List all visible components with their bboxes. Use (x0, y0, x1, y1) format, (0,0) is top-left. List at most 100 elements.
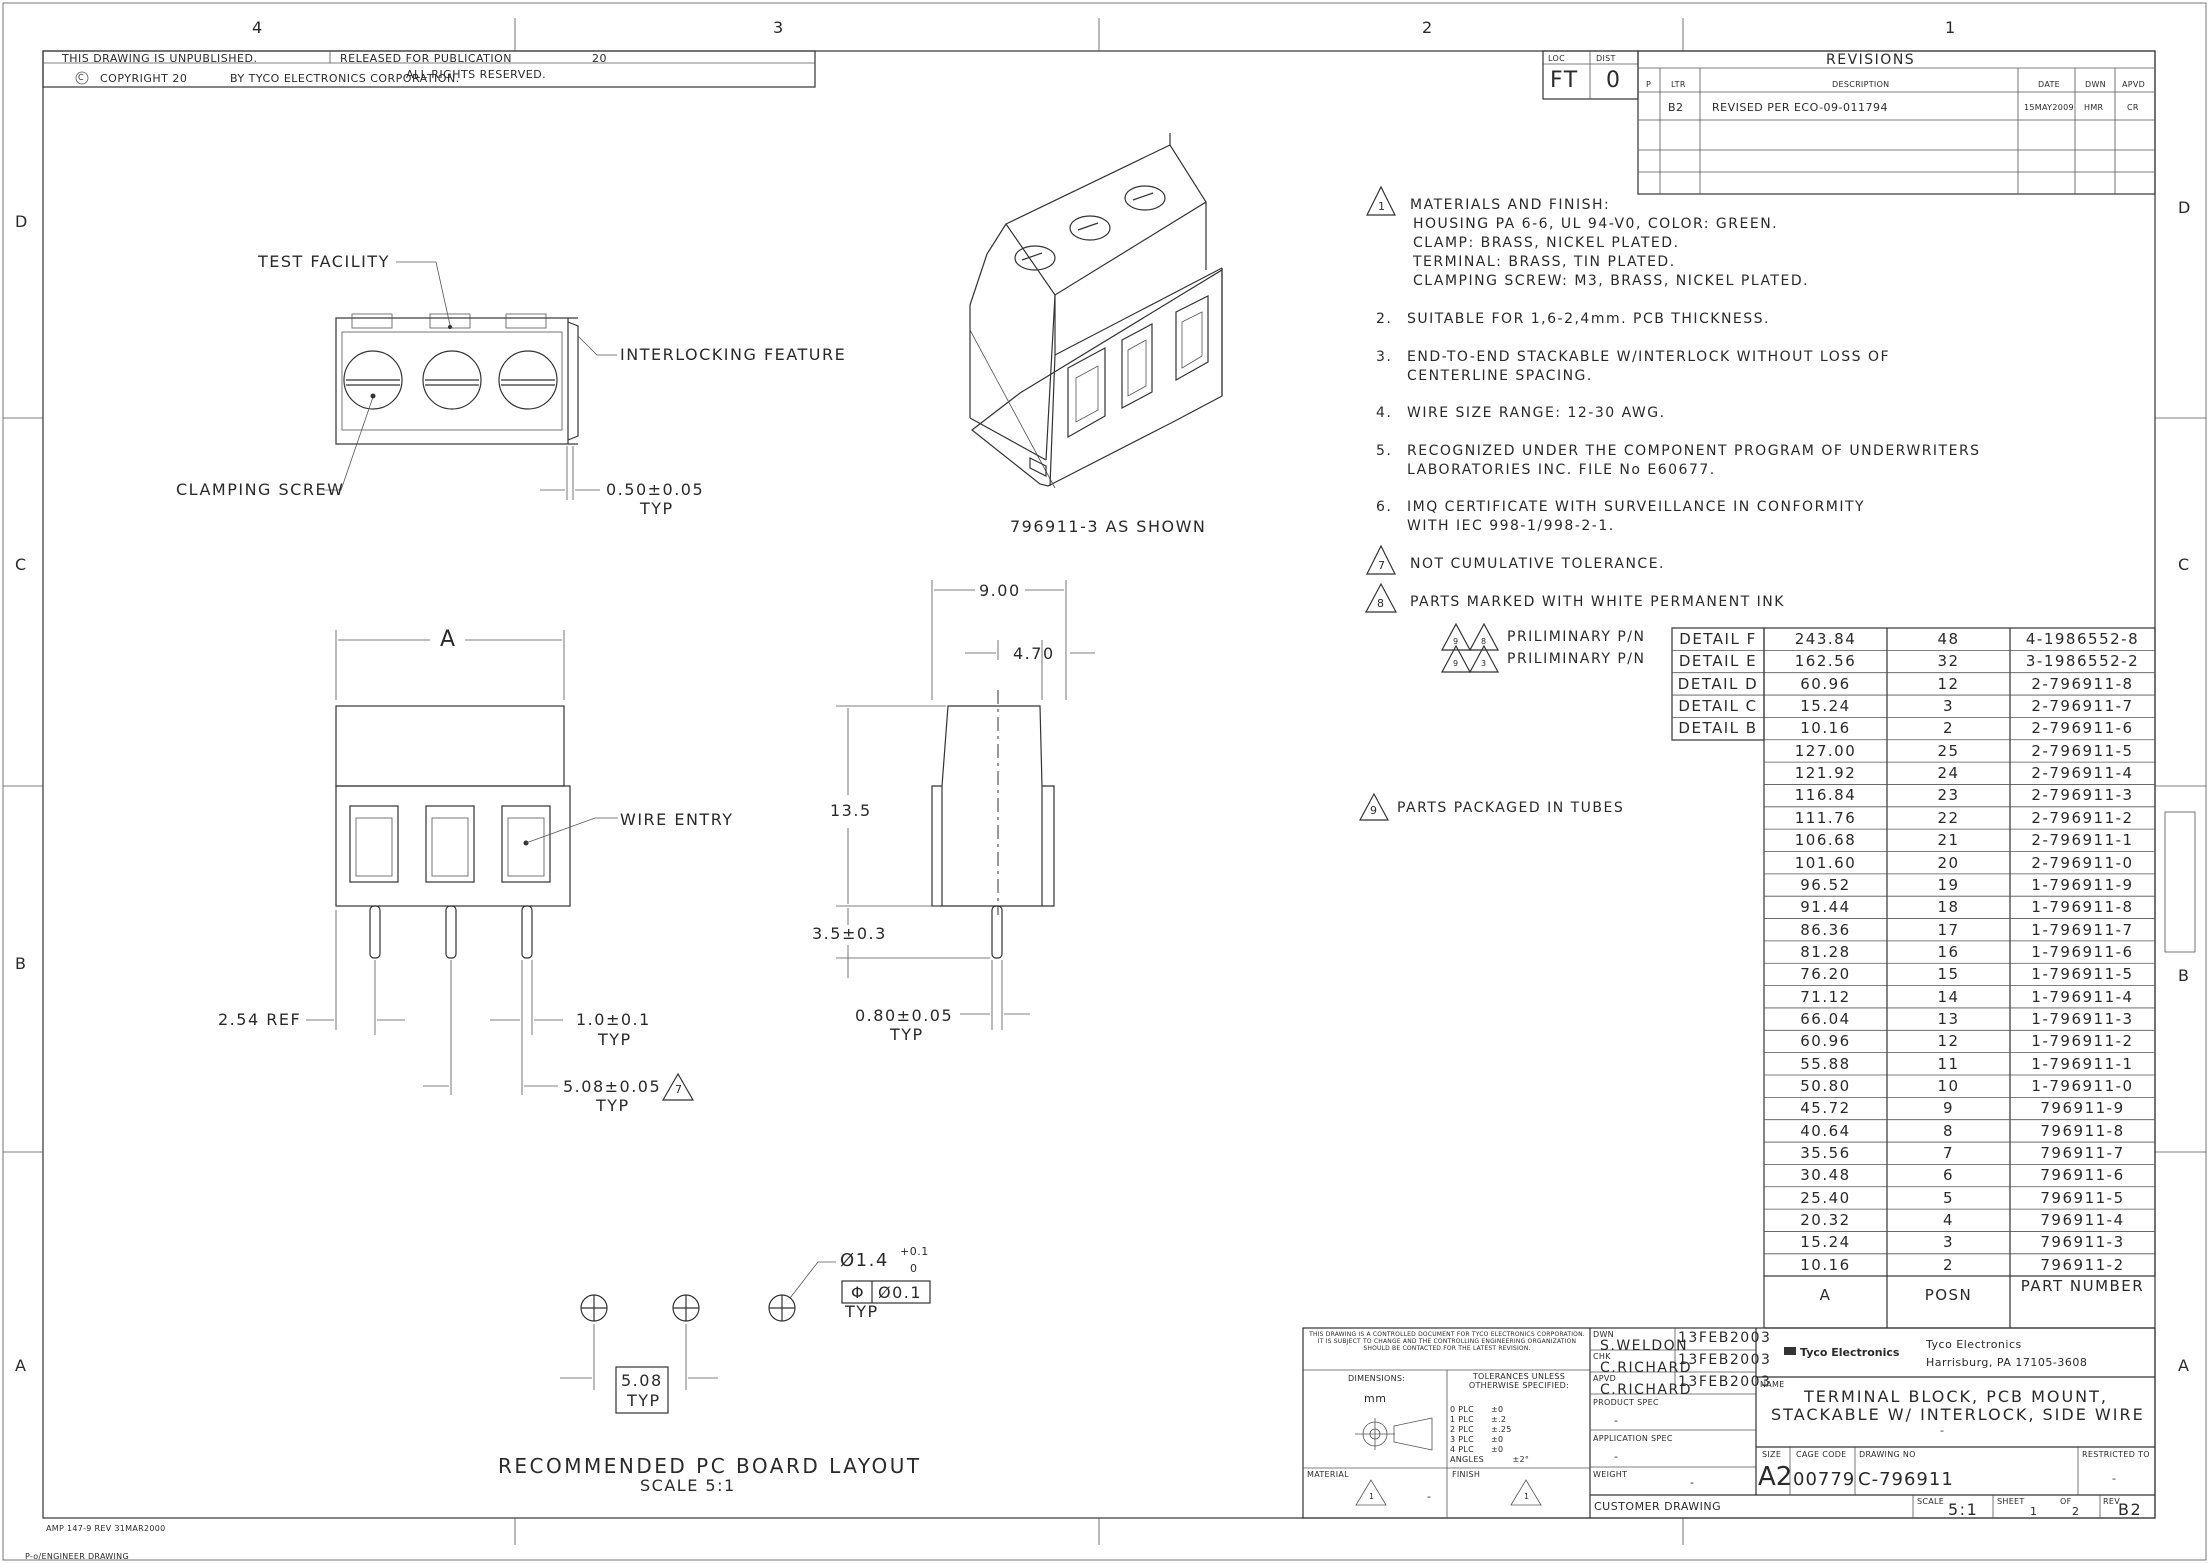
table-cell-a: 15.24 (1800, 1233, 1851, 1252)
zone-top-4: 4 (252, 18, 264, 37)
rev-row-date: 15MAY2009 (2024, 103, 2074, 112)
table-cell-a: 76.20 (1800, 965, 1851, 984)
table-cell-a: 86.36 (1800, 920, 1851, 939)
company-name: Tyco Electronics (1926, 1338, 2022, 1351)
product-spec-value: - (1614, 1414, 1619, 1427)
dim-900: 9.00 (979, 581, 1021, 600)
iso-caption: 796911-3 AS SHOWN (1010, 517, 1207, 536)
test-facility-label: TEST FACILITY (258, 252, 390, 271)
table-cell-posn: 48 (1937, 630, 1960, 648)
note-1-line-1: MATERIALS AND FINISH: (1410, 197, 1611, 213)
material-label: MATERIAL (1307, 1470, 1349, 1479)
table-cell-posn: 2 (1942, 719, 1955, 738)
table-cell-a: 127.00 (1794, 741, 1857, 760)
sheet-value: 1 (2030, 1505, 2038, 1518)
pitch-value: 5.08 (621, 1371, 663, 1390)
app-spec-value: - (1614, 1450, 1619, 1463)
table-cell-part-number: 1-796911-5 (2031, 965, 2134, 984)
table-cell-a: 81.28 (1800, 942, 1851, 961)
table-cell-part-number: 796911-7 (2040, 1144, 2125, 1163)
interlocking-label: INTERLOCKING FEATURE (620, 345, 847, 364)
table-cell-posn: 20 (1937, 853, 1960, 872)
tol-angles: ANGLES ±2° (1450, 1455, 1530, 1464)
tol-3plc: 3 PLC ±0 (1450, 1435, 1504, 1444)
table-cell-part-number: 1-796911-7 (2031, 920, 2134, 939)
rev-header-apvd: APVD (2122, 80, 2146, 89)
zone-right-d: D (2178, 198, 2192, 217)
position-symbol: Φ (851, 1283, 866, 1302)
table-cell-posn: 11 (1937, 1054, 1960, 1073)
note-6-line-2: WITH IEC 998-1/998-2-1. (1407, 518, 1615, 534)
dim-a-label: A (440, 627, 457, 652)
table-cell-part-number: 4-1986552-8 (2025, 630, 2140, 648)
tol-1plc: 1 PLC ±.2 (1450, 1415, 1507, 1424)
apvd-date: 13FEB2003 (1678, 1374, 1772, 1390)
rev-header-desc: DESCRIPTION (1832, 80, 1890, 89)
rev-header-ltr: LTR (1671, 80, 1686, 89)
note-8-flag: 8 (1377, 597, 1385, 610)
table-cell-part-number: 2-796911-6 (2031, 719, 2134, 738)
table-cell-a: 96.52 (1800, 875, 1851, 894)
table-cell-part-number: 3-1986552-2 (2025, 652, 2140, 671)
hole-tol-plus: +0.1 (900, 1245, 929, 1258)
loc-label: LOC (1548, 54, 1565, 63)
weight-label: WEIGHT (1593, 1470, 1628, 1479)
note-4-num: 4. (1376, 405, 1393, 421)
note-5-line-1: RECOGNIZED UNDER THE COMPONENT PROGRAM O… (1407, 443, 1981, 459)
dwn-name: S.WELDON (1600, 1338, 1689, 1354)
tol-0plc: 0 PLC ±0 (1450, 1405, 1504, 1414)
table-cell-a: 101.60 (1794, 853, 1857, 872)
table-cell-a: 116.84 (1794, 786, 1857, 805)
customer-drawing: CUSTOMER DRAWING (1594, 1500, 1722, 1513)
note-2-line-1: SUITABLE FOR 1,6-2,4mm. PCB THICKNESS. (1407, 311, 1770, 327)
scale-value: 5:1 (1948, 1500, 1979, 1519)
note-1-flag: 1 (1378, 200, 1386, 213)
prelim-label-2: PRILIMINARY P/N (1507, 651, 1646, 667)
table-cell-posn: 23 (1937, 786, 1960, 805)
table-cell-part-number: 796911-6 (2040, 1166, 2125, 1185)
note-1-line-2: HOUSING PA 6-6, UL 94-V0, COLOR: GREEN. (1413, 216, 1779, 232)
restricted-label: RESTRICTED TO (2082, 1450, 2150, 1459)
table-cell-a: 66.04 (1800, 1009, 1851, 1028)
dimensions-value: mm (1364, 1392, 1387, 1405)
hole-diameter: Ø1.4 (840, 1250, 889, 1271)
rev-row-desc: REVISED PER ECO-09-011794 (1712, 101, 1889, 114)
rev-row-apvd: CR (2127, 103, 2139, 112)
layout-title: RECOMMENDED PC BOARD LAYOUT (498, 1454, 922, 1478)
note-1-line-3: CLAMP: BRASS, NICKEL PLATED. (1413, 235, 1680, 251)
note-1-line-4: TERMINAL: BRASS, TIN PLATED. (1413, 254, 1676, 270)
table-cell-part-number: 796911-3 (2040, 1233, 2125, 1252)
table-cell-posn: 19 (1937, 875, 1960, 894)
rev-header-date: DATE (2038, 80, 2061, 89)
table-cell-part-number: 796911-4 (2040, 1211, 2125, 1230)
note-9-line-1: PARTS PACKAGED IN TUBES (1397, 800, 1625, 816)
of-label: OF (2060, 1497, 2072, 1506)
dim-10: 1.0±0.1 (576, 1010, 651, 1029)
table-cell-posn: 3 (1942, 1233, 1955, 1252)
table-cell-a: 243.84 (1794, 630, 1857, 648)
rev-row-dwn: HMR (2084, 103, 2104, 112)
dim-050: 0.50±0.05 (606, 480, 705, 499)
restricted-value: - (2112, 1472, 2117, 1485)
table-cell-posn: 15 (1937, 965, 1960, 984)
table-cell-part-number: 1-796911-0 (2031, 1077, 2134, 1095)
table-cell-posn: 3 (1942, 697, 1955, 716)
name-label: NAME (1760, 1380, 1785, 1389)
note-9-flag: 9 (1370, 804, 1378, 817)
rev-header-p: P (1646, 80, 1652, 89)
chk-label: CHK (1593, 1352, 1611, 1361)
table-cell-part-number: 2-796911-0 (2031, 853, 2134, 872)
revisions-title: REVISIONS (1826, 52, 1916, 68)
position-typ: TYP (845, 1302, 879, 1321)
table-cell-posn: 12 (1937, 1032, 1960, 1051)
clamping-screw-label: CLAMPING SCREW (176, 480, 345, 499)
dim-050-typ: TYP (640, 499, 674, 518)
note-7-flag: 7 (1378, 559, 1386, 572)
form-number: AMP 147-9 REV 31MAR2000 (46, 1524, 166, 1533)
table-cell-posn: 32 (1937, 652, 1960, 671)
rev-header-dwn: DWN (2085, 80, 2106, 89)
table-cell-part-number: 2-796911-8 (2031, 674, 2134, 693)
tolerances-label: TOLERANCES UNLESS OTHERWISE SPECIFIED: (1468, 1372, 1570, 1390)
table-cell-part-number: 2-796911-7 (2031, 697, 2134, 716)
